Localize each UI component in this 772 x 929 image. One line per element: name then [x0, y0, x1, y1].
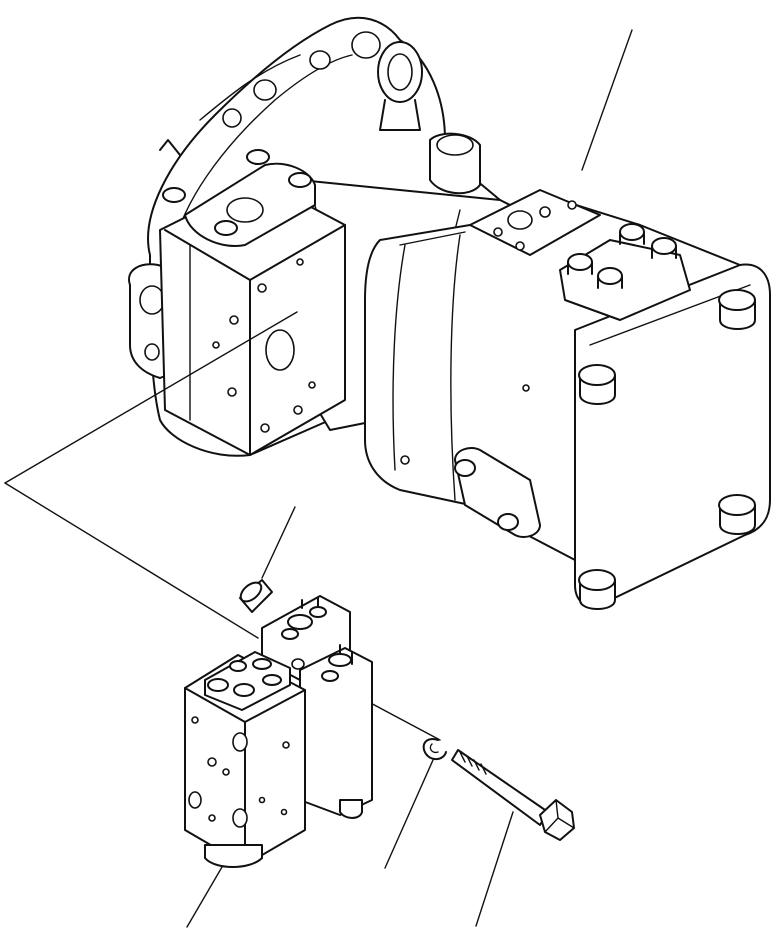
pin-callout-leader	[261, 506, 296, 579]
bolt	[451, 749, 575, 841]
pump-callout-leader	[581, 29, 633, 171]
ring-callout-leader	[384, 759, 434, 869]
dowel-pin	[239, 579, 273, 613]
snap-ring	[422, 738, 447, 760]
valve-callout-leader	[186, 866, 223, 928]
hydraulic-pump-assembly	[128, 16, 771, 610]
bolt-callout-leader	[475, 811, 514, 927]
ear-hole-2	[309, 50, 331, 70]
ear-hole-1	[351, 31, 381, 59]
valve-block	[184, 595, 373, 868]
top-flange-bolts	[567, 223, 677, 289]
end-cover-bolts	[578, 289, 756, 610]
ear-hole-4	[222, 108, 242, 128]
valve-mounting-outline-line-2	[4, 482, 259, 639]
ear-hole-3	[253, 79, 277, 101]
side-port-flange	[454, 447, 541, 538]
valve-mounting-outline-line-1	[4, 311, 298, 484]
